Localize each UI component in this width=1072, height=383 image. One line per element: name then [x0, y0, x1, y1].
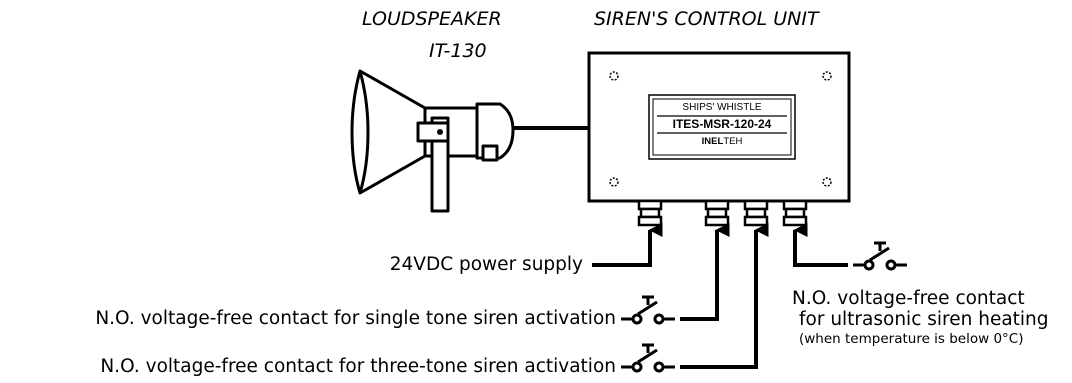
nameplate-brand-rest: TEH: [723, 136, 743, 147]
nameplate-brand-bold: INEL: [701, 136, 724, 147]
control-unit-box: [587, 51, 851, 203]
switch-icon-single-tone: [621, 295, 675, 325]
loudspeaker-title: LOUDSPEAKER: [362, 8, 502, 30]
heating-label-line2: for ultrasonic siren heating: [799, 309, 1049, 330]
control-unit-title: SIREN'S CONTROL UNIT: [594, 8, 819, 30]
wires: [592, 223, 848, 369]
heating-temperature-note: (when temperature is below 0°C): [799, 331, 1024, 347]
wire-power: [592, 223, 663, 267]
wire-single-tone: [680, 223, 730, 321]
nameplate-model: ITES-MSR-120-24: [672, 117, 772, 131]
nameplate-line1: SHIPS' WHISTLE: [682, 102, 762, 113]
cable-glands: [637, 199, 808, 227]
loudspeaker-model: IT-130: [429, 40, 487, 62]
single-tone-label: N.O. voltage-free contact for single ton…: [95, 308, 616, 329]
wire-heating: [793, 223, 848, 267]
wire-three-tone: [680, 223, 769, 369]
heating-label-line1: N.O. voltage-free contact: [792, 288, 1025, 309]
loudspeaker-icon: [350, 69, 515, 213]
gland-power: [637, 199, 663, 227]
three-tone-label: N.O. voltage-free contact for three-tone…: [100, 356, 616, 377]
nameplate-brand: INELTEH: [653, 136, 791, 147]
gland-heating: [782, 199, 808, 227]
switch-icon-three-tone: [621, 343, 675, 373]
switch-icon-heating: [853, 241, 907, 271]
gland-three-tone: [743, 199, 769, 227]
power-supply-label: 24VDC power supply: [389, 254, 583, 275]
gland-single-tone: [704, 199, 730, 227]
